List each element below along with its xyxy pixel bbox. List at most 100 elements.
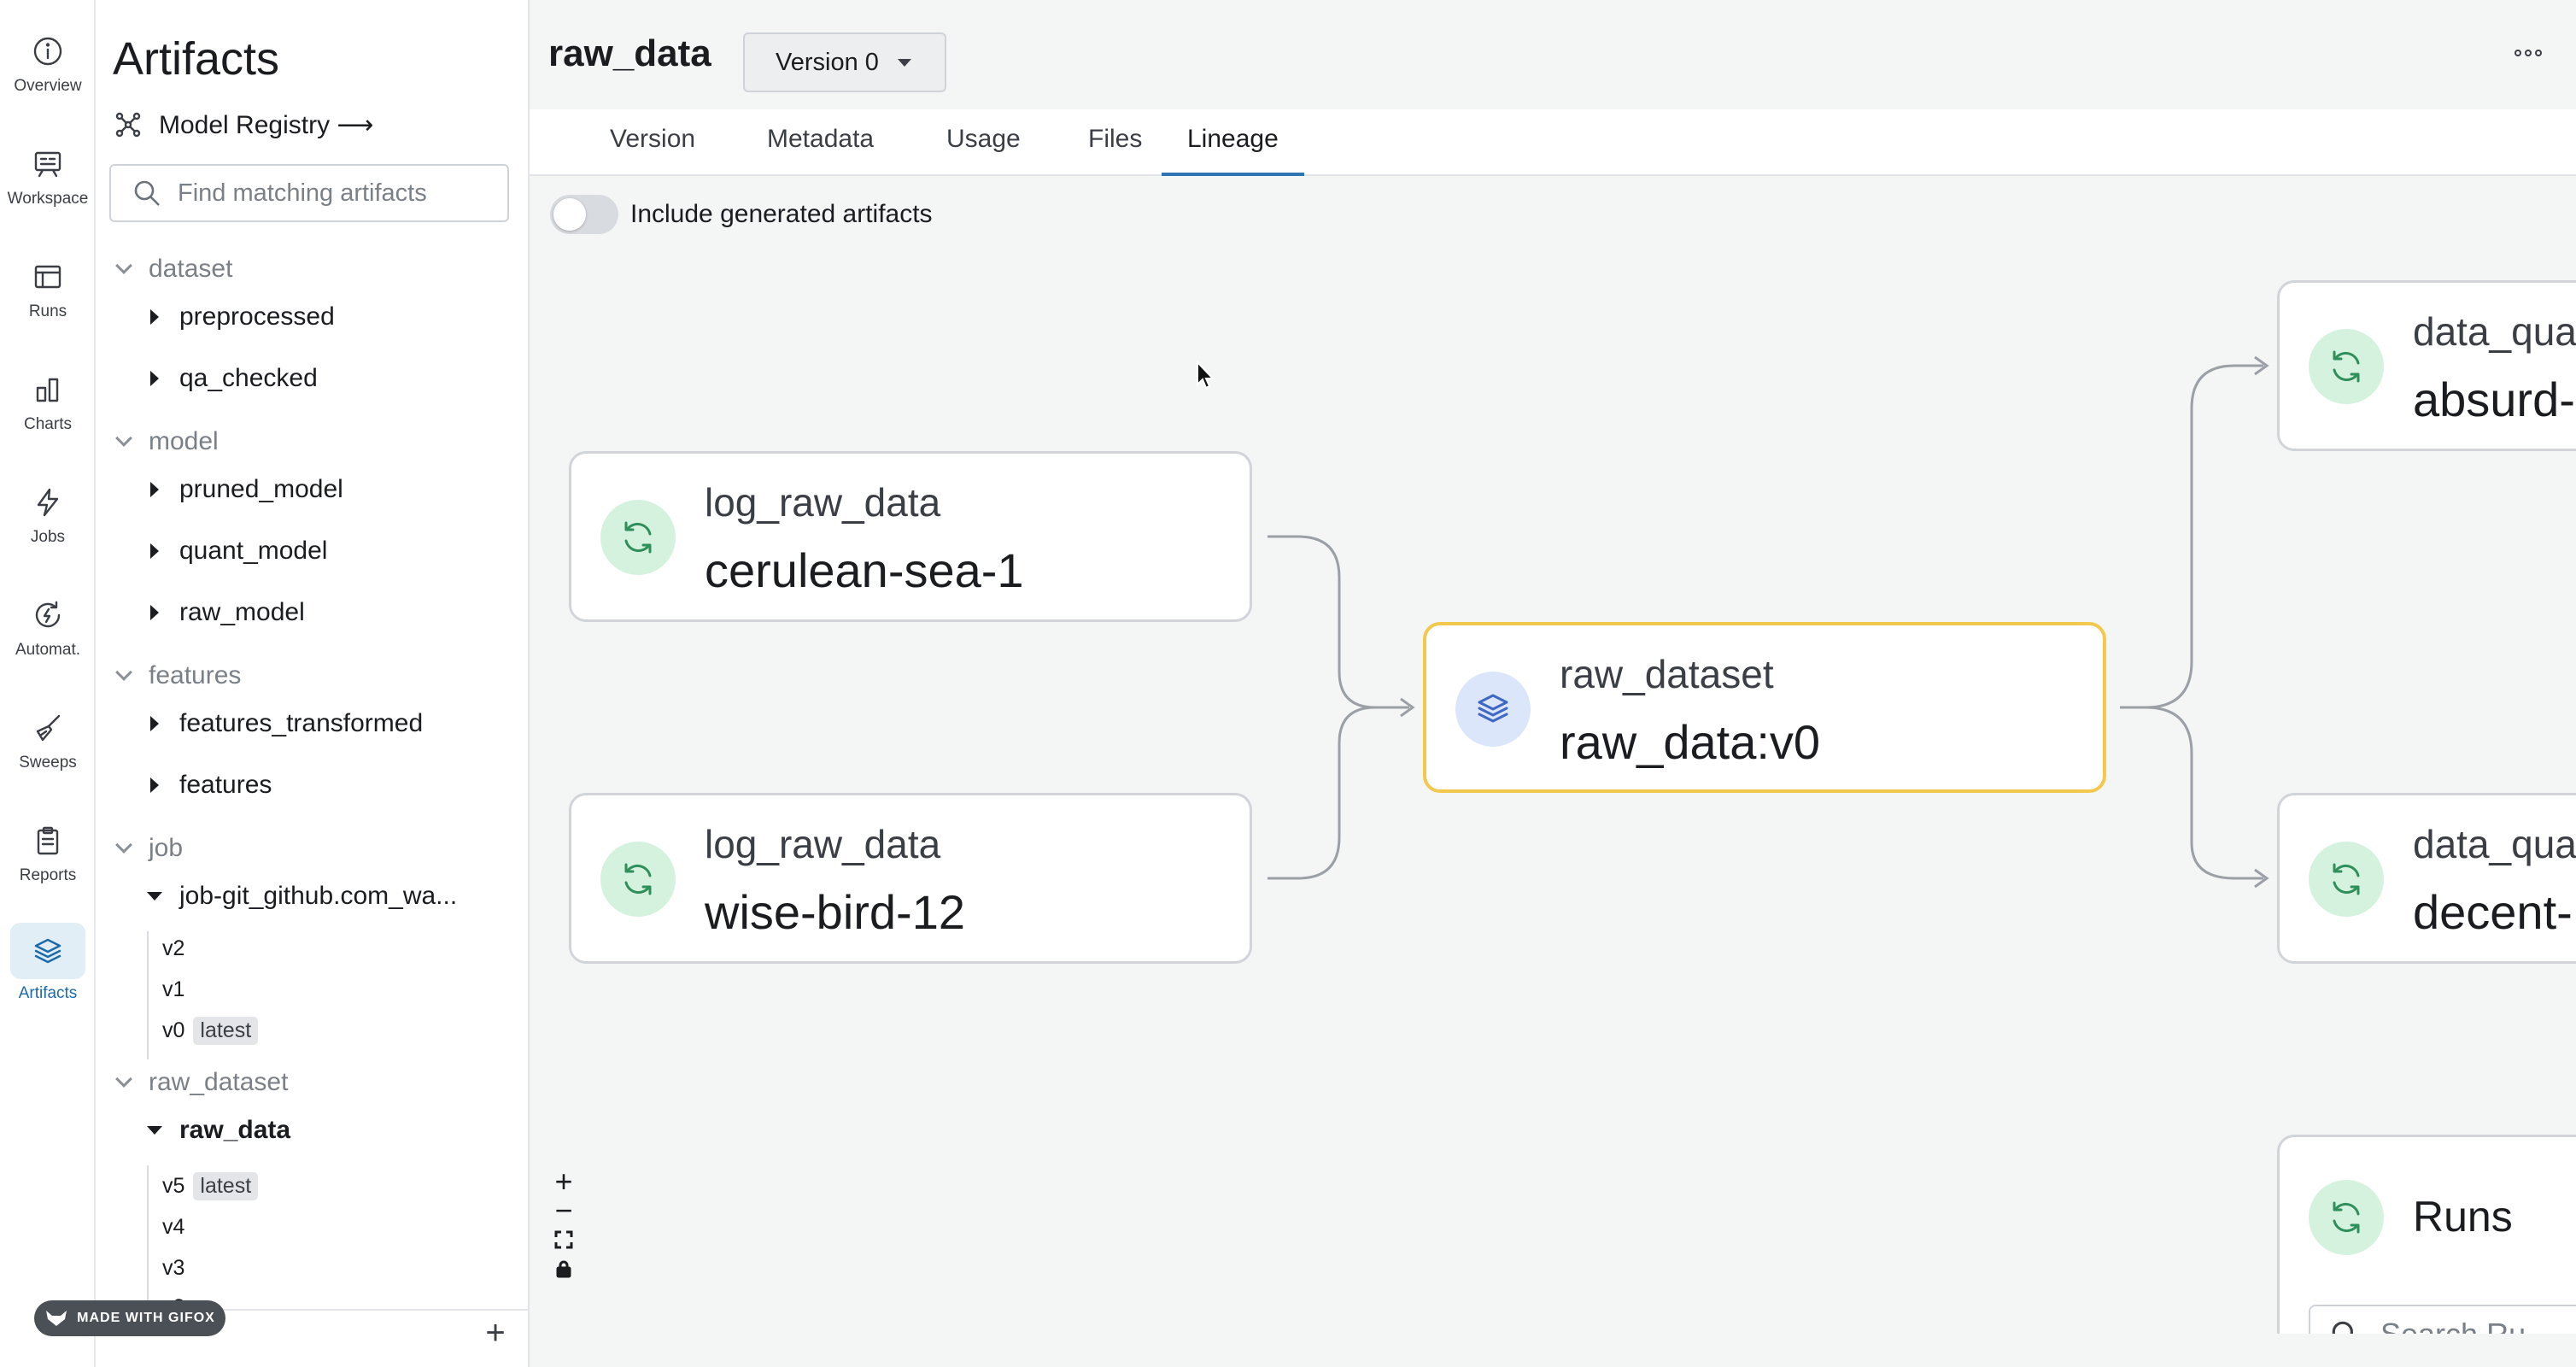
main-content: raw_data Version 0 Version Metadata Usag… <box>530 0 2576 1367</box>
more-options-icon[interactable] <box>2515 50 2542 56</box>
node-name: decent- <box>2413 885 2573 939</box>
run-node-decent[interactable]: data_qua decent- <box>2277 793 2576 964</box>
chevron-down-icon <box>115 430 132 447</box>
version-item-v2[interactable]: v2 <box>162 936 184 961</box>
runs-group-node[interactable]: Runs Search Ru <box>2277 1135 2576 1334</box>
item-label: pruned_model <box>179 475 343 503</box>
rail-label: Artifacts <box>18 984 78 1002</box>
rail-reports[interactable]: Reports <box>0 815 96 909</box>
chevron-down-icon <box>115 1071 132 1088</box>
item-label: raw_data <box>179 1116 291 1144</box>
tab-lineage[interactable]: Lineage <box>1162 125 1304 176</box>
version-item-v1[interactable]: v1 <box>162 977 184 1002</box>
rail-label: Workspace <box>7 190 89 208</box>
version-select[interactable]: Version 0 <box>743 32 946 92</box>
artifact-search[interactable] <box>109 164 509 222</box>
refresh-icon <box>624 863 652 895</box>
group-job[interactable]: job <box>114 834 183 863</box>
group-raw-dataset[interactable]: raw_dataset <box>114 1068 288 1097</box>
zoom-in-button[interactable]: + <box>554 1164 573 1199</box>
tree-item-preprocessed[interactable]: preprocessed <box>143 302 335 331</box>
fullscreen-icon <box>554 1230 573 1249</box>
add-button[interactable]: + <box>485 1314 506 1352</box>
node-type: data_qua <box>2413 822 2576 866</box>
group-label: features <box>149 661 242 689</box>
artifact-node-raw-data[interactable]: raw_dataset raw_data:v0 <box>1423 622 2106 793</box>
model-registry-link[interactable]: Model Registry ⟶ <box>113 109 373 140</box>
tab-version[interactable]: Version <box>610 125 696 153</box>
layers-icon <box>1478 694 1508 723</box>
edge-run1-to-artifact <box>1268 535 1409 709</box>
tab-usage[interactable]: Usage <box>946 125 1021 153</box>
rail-automations[interactable]: Automat. <box>0 590 96 684</box>
group-dataset[interactable]: dataset <box>114 255 232 284</box>
sidebar-footer <box>96 1309 528 1367</box>
caret-down-icon <box>147 1126 162 1135</box>
rail-jobs[interactable]: Jobs <box>0 477 96 571</box>
tab-files[interactable]: Files <box>1088 125 1143 153</box>
tree-item-features[interactable]: features <box>143 771 272 800</box>
lineage-canvas[interactable]: Include generated artifacts log_raw_data… <box>530 176 2576 1334</box>
chevron-down-icon <box>115 664 132 681</box>
info-icon <box>33 37 62 66</box>
model-registry-label: Model Registry ⟶ <box>159 110 374 139</box>
tree-item-raw-model[interactable]: raw_model <box>143 598 305 627</box>
search-input[interactable] <box>178 179 502 208</box>
caret-right-icon <box>150 371 159 386</box>
runs-search-field[interactable]: Search Ru <box>2309 1305 2576 1334</box>
run-icon-badge <box>2309 329 2384 404</box>
run-node-absurd[interactable]: data_qua absurd- <box>2277 280 2576 451</box>
rail-runs[interactable]: Runs <box>0 251 96 345</box>
run-icon-badge <box>2309 1180 2384 1255</box>
version-label: v0 <box>162 1018 185 1042</box>
group-model[interactable]: model <box>114 427 219 456</box>
caret-right-icon <box>150 543 159 559</box>
group-label: job <box>149 834 184 862</box>
rail-overview[interactable]: Overview <box>0 26 96 120</box>
zoom-out-button[interactable]: − <box>554 1193 573 1228</box>
node-name: wise-bird-12 <box>705 885 965 939</box>
tree-item-job-git[interactable]: job-git_github.com_wa... <box>143 882 457 911</box>
chevron-down-icon <box>115 257 132 274</box>
rail-label: Sweeps <box>19 754 77 772</box>
run-node-cerulean-sea[interactable]: log_raw_data cerulean-sea-1 <box>569 451 1252 622</box>
version-item-v4[interactable]: v4 <box>162 1215 184 1240</box>
caret-right-icon <box>150 482 159 497</box>
rail-sweeps[interactable]: Sweeps <box>0 702 96 796</box>
node-type: raw_dataset <box>1560 652 1774 696</box>
rail-artifacts[interactable]: Artifacts <box>0 921 96 1015</box>
include-generated-toggle[interactable] <box>550 195 618 234</box>
chevron-down-icon <box>115 836 132 854</box>
page-header: raw_data Version 0 <box>530 0 2576 109</box>
fit-view-button[interactable] <box>547 1225 581 1254</box>
automation-icon <box>35 601 61 628</box>
node-type: log_raw_data <box>705 822 941 866</box>
run-icon-badge <box>600 500 676 575</box>
tree-item-raw-data[interactable]: raw_data <box>143 1116 290 1145</box>
run-node-wise-bird[interactable]: log_raw_data wise-bird-12 <box>569 793 1252 964</box>
rail-active-highlight <box>10 923 85 979</box>
lock-button[interactable] <box>547 1254 581 1283</box>
gifox-label: MADE WITH GIFOX <box>77 1311 215 1325</box>
version-label: v5 <box>162 1174 185 1198</box>
search-icon <box>134 180 160 206</box>
rail-label: Jobs <box>30 528 66 546</box>
caret-right-icon <box>150 309 159 325</box>
tree-item-quant-model[interactable]: quant_model <box>143 537 327 566</box>
tree-guide-line <box>147 1165 149 1319</box>
run-icon-badge <box>600 842 676 917</box>
rail-label: Reports <box>19 866 77 884</box>
group-features[interactable]: features <box>114 661 241 690</box>
item-label: features_transformed <box>179 709 424 737</box>
tree-item-qa-checked[interactable]: qa_checked <box>143 364 318 393</box>
rail-charts[interactable]: Charts <box>0 364 96 458</box>
rail-workspace[interactable]: Workspace <box>0 138 96 232</box>
version-item-v3[interactable]: v3 <box>162 1256 184 1281</box>
tab-metadata[interactable]: Metadata <box>767 125 875 153</box>
nav-rail: Overview Workspace Runs Charts Jobs Auto… <box>0 0 96 1367</box>
tree-item-features-transformed[interactable]: features_transformed <box>143 709 423 738</box>
lineage-edges <box>1268 355 2269 889</box>
tree-item-pruned-model[interactable]: pruned_model <box>143 475 343 504</box>
